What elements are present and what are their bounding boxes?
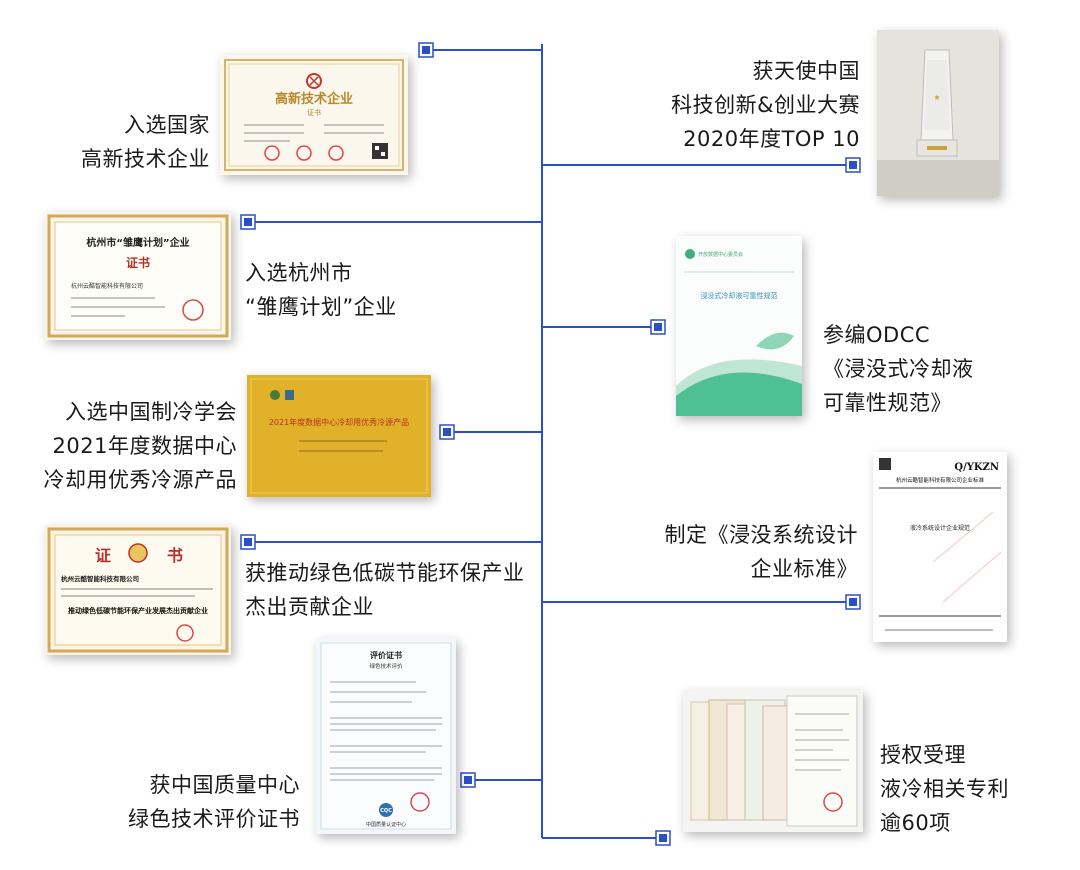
caption-2-line-3: 2020年度TOP 10 [683,127,860,151]
gold-plaque-title: 2021年度数据中心冷却用优秀冷源产品 [269,417,409,427]
emblem-icon [285,390,294,400]
patent-documents-stack [683,690,863,832]
caption-1-line-2: 高新技术企业 [81,147,210,171]
cqc-org: 中国质量认证中心 [366,821,406,828]
node-square-1 [418,42,434,58]
node-square-9 [655,830,671,846]
caption-2: 获天使中国 科技创新&创业大赛 2020年度TOP 10 [671,54,860,156]
caption-3-line-1: 入选杭州市 [245,261,353,285]
green-award-company: 杭州云酷智能科技有限公司 [61,574,139,583]
svg-text:★: ★ [933,93,940,102]
standard-company: 杭州云酷智能科技有限公司企业标准 [896,476,985,484]
green-award-art: 证 书 杭州云酷智能科技有限公司 推动绿色低碳节能环保产业发展杰出贡献企业 [47,527,229,653]
caption-5-line-1: 入选中国制冷学会 [65,400,237,424]
hitech-subtitle: 证书 [307,108,321,117]
caption-7-line-1: 获推动绿色低碳节能环保产业 [245,561,525,585]
seal-icon [264,145,280,161]
odcc-document-cover: 开放数据中心委员会 浸没式冷却液可靠性规范 [676,236,802,416]
caption-8-line-1: 获中国质量中心 [149,773,300,797]
watermark-icon [932,511,1002,603]
hitech-certificate-image: 高新技术企业 证书 [220,55,408,175]
leaf-icon [756,332,794,350]
seal-icon [182,299,204,321]
standard-title: 液冷系统设计企业规范 [910,524,970,532]
caption-7-line-2: 杰出贡献企业 [245,595,374,619]
cqc-title: 评价证书 [370,650,402,660]
seal-icon [296,145,312,161]
cqc-evaluation-certificate: 评价证书 绿色技术评价 CQC 中国质量认证中心 [316,638,456,834]
caption-8-line-2: 绿色技术评价证书 [128,807,300,831]
trophy-art: ★ [877,30,999,196]
green-award-name: 推动绿色低碳节能环保产业发展杰出贡献企业 [68,606,208,615]
caption-4-line-1: 参编ODCC [823,323,931,347]
award-emblem-icon [128,543,148,563]
green-award-title-left: 证 [95,546,111,565]
node-square-5 [439,424,455,440]
cqc-logo-icon [379,803,393,817]
odcc-title: 浸没式冷却液可靠性规范 [701,291,778,300]
eagle-company: 杭州云酷智能科技有限公司 [71,282,143,290]
caption-2-line-2: 科技创新&创业大赛 [671,93,860,117]
hitech-title: 高新技术企业 [275,91,353,107]
green-award-certificate: 证 书 杭州云酷智能科技有限公司 推动绿色低碳节能环保产业发展杰出贡献企业 [45,525,231,655]
caption-6-line-2: 企业标准》 [750,557,858,581]
hitech-certificate-art: 高新技术企业 证书 [224,59,404,171]
seal-icon [328,145,344,161]
node-square-2 [845,157,861,173]
gold-plaque-image: 2021年度数据中心冷却用优秀冷源产品 [247,375,431,497]
caption-1-line-1: 入选国家 [124,113,210,137]
node-square-8 [460,772,476,788]
node-square-7 [845,594,861,610]
caption-1: 入选国家 高新技术企业 [81,108,210,176]
cqc-mark: CQC [380,808,392,814]
enterprise-standard-document: Q/YKZN 杭州云酷智能科技有限公司企业标准 液冷系统设计企业规范 [873,452,1007,642]
seal-icon [823,792,843,812]
trophy-photo: ★ [877,30,999,196]
node-square-3 [240,214,256,230]
eagle-certificate-image: 杭州市“雏鹰计划”企业 证书 杭州云酷智能科技有限公司 [45,212,231,340]
caption-5-line-2: 2021年度数据中心 [52,434,237,458]
node-square-4 [650,319,666,335]
caption-6-line-1: 制定《浸没系统设计 [664,523,858,547]
odcc-cover-art: 开放数据中心委员会 浸没式冷却液可靠性规范 [676,236,802,416]
caption-9-line-3: 逾60项 [880,811,951,835]
gold-plaque-art: 2021年度数据中心冷却用优秀冷源产品 [247,375,431,497]
caption-2-line-1: 获天使中国 [752,59,860,83]
emblem-icon [270,390,280,400]
standard-code: Q/YKZN [954,462,999,473]
caption-3-line-2: “雏鹰计划”企业 [245,295,397,319]
green-award-title-right: 书 [167,546,183,565]
caption-4-line-3: 可靠性规范》 [823,391,952,415]
caption-9-line-1: 授权受理 [880,743,966,767]
qr-code-icon [879,458,891,470]
seal-icon [410,792,430,812]
qr-code-icon [372,143,388,159]
caption-7: 获推动绿色低碳节能环保产业 杰出贡献企业 [245,556,525,624]
caption-9: 授权受理 液冷相关专利 逾60项 [880,738,1009,840]
caption-6: 制定《浸没系统设计 企业标准》 [665,518,859,586]
caption-4-line-2: 《浸没式冷却液 [823,357,974,381]
seal-icon [176,624,194,642]
standard-doc-art: Q/YKZN 杭州云酷智能科技有限公司企业标准 液冷系统设计企业规范 [873,452,1007,642]
patent-front-sheet [786,695,858,827]
caption-8: 获中国质量中心 绿色技术评价证书 [128,768,300,836]
odcc-logo-icon [685,249,695,259]
caption-4: 参编ODCC 《浸没式冷却液 可靠性规范》 [823,318,974,420]
eagle-title: 杭州市“雏鹰计划”企业 [86,236,189,249]
caption-9-line-2: 液冷相关专利 [880,777,1009,801]
eagle-subtitle: 证书 [126,255,150,270]
hitech-emblem-icon [306,73,322,89]
caption-5-line-3: 冷却用优秀冷源产品 [43,468,237,492]
cqc-certificate-art: 评价证书 绿色技术评价 CQC 中国质量认证中心 [316,638,456,834]
caption-5: 入选中国制冷学会 2021年度数据中心 冷却用优秀冷源产品 [44,395,238,497]
patent-stack-art [683,690,863,832]
caption-3: 入选杭州市 “雏鹰计划”企业 [245,256,397,324]
cqc-subtitle: 绿色技术评价 [369,662,403,670]
odcc-header: 开放数据中心委员会 [698,251,743,258]
node-square-6 [240,534,256,550]
eagle-certificate-art: 杭州市“雏鹰计划”企业 证书 杭州云酷智能科技有限公司 [47,214,229,338]
